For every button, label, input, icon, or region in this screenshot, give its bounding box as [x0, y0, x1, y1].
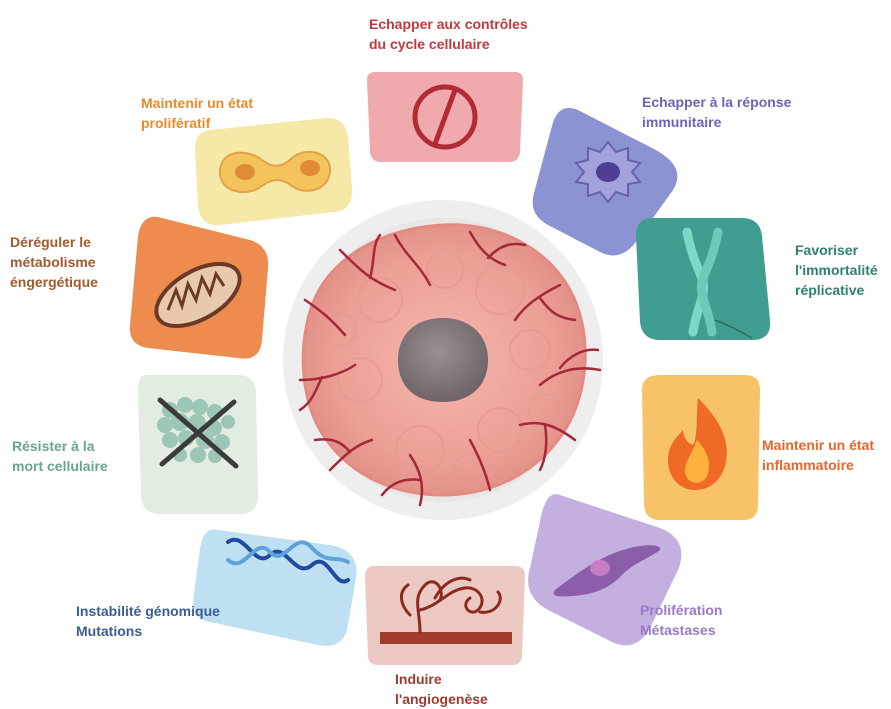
panel-inflammation — [642, 375, 760, 520]
label-immune-line2: immunitaire — [642, 112, 791, 132]
label-cycle-control: Echapper aux contrôles du cycle cellulai… — [369, 14, 528, 54]
label-death-line1: Résister à la — [12, 436, 108, 456]
panel-cycle-control — [367, 72, 523, 162]
label-metab-line2: métabolisme — [10, 252, 98, 272]
label-proliferative: Maintenir un état prolifératif — [141, 93, 253, 133]
panel-resist-cell-death — [138, 375, 258, 514]
label-immune-evasion: Echapper à la réponse immunitaire — [642, 92, 791, 132]
label-death-line2: mort cellulaire — [12, 456, 108, 476]
label-replicative-immortality: Favoriser l'immortalité réplicative — [795, 240, 878, 300]
label-angiogenesis: Induire l'angiogenèse — [395, 669, 488, 709]
label-prolif-line2: prolifératif — [141, 113, 253, 133]
label-metastasis: Prolifération Métastases — [640, 600, 722, 640]
panel-metabolism — [130, 217, 268, 359]
label-inflam-line2: inflammatoire — [762, 455, 874, 475]
panel-replicative-immortality — [636, 218, 770, 340]
label-angio-line1: Induire — [395, 669, 488, 689]
label-genomic-instability: Instabilité génomique Mutations — [76, 601, 220, 641]
label-metast-line1: Prolifération — [640, 600, 722, 620]
label-cycle-line1: Echapper aux contrôles — [369, 14, 528, 34]
label-metabolism: Déréguler le métabolisme éngergétique — [10, 232, 98, 292]
label-inflammation: Maintenir un état inflammatoire — [762, 435, 874, 475]
label-inflam-line1: Maintenir un état — [762, 435, 874, 455]
label-metast-line2: Métastases — [640, 620, 722, 640]
panel-proliferative — [195, 118, 352, 225]
label-cycle-line2: du cycle cellulaire — [369, 34, 528, 54]
label-genomic-line1: Instabilité génomique — [76, 601, 220, 621]
label-metab-line1: Déréguler le — [10, 232, 98, 252]
label-immortal-line2: l'immortalité — [795, 260, 878, 280]
panel-angiogenesis — [365, 566, 525, 665]
label-metab-line3: éngergétique — [10, 272, 98, 292]
label-prolif-line1: Maintenir un état — [141, 93, 253, 113]
tumor-icon — [283, 200, 603, 520]
label-immortal-line1: Favoriser — [795, 240, 878, 260]
label-angio-line2: l'angiogenèse — [395, 689, 488, 709]
label-immune-line1: Echapper à la réponse — [642, 92, 791, 112]
label-genomic-line2: Mutations — [76, 621, 220, 641]
label-resist-cell-death: Résister à la mort cellulaire — [12, 436, 108, 476]
label-immortal-line3: réplicative — [795, 280, 878, 300]
